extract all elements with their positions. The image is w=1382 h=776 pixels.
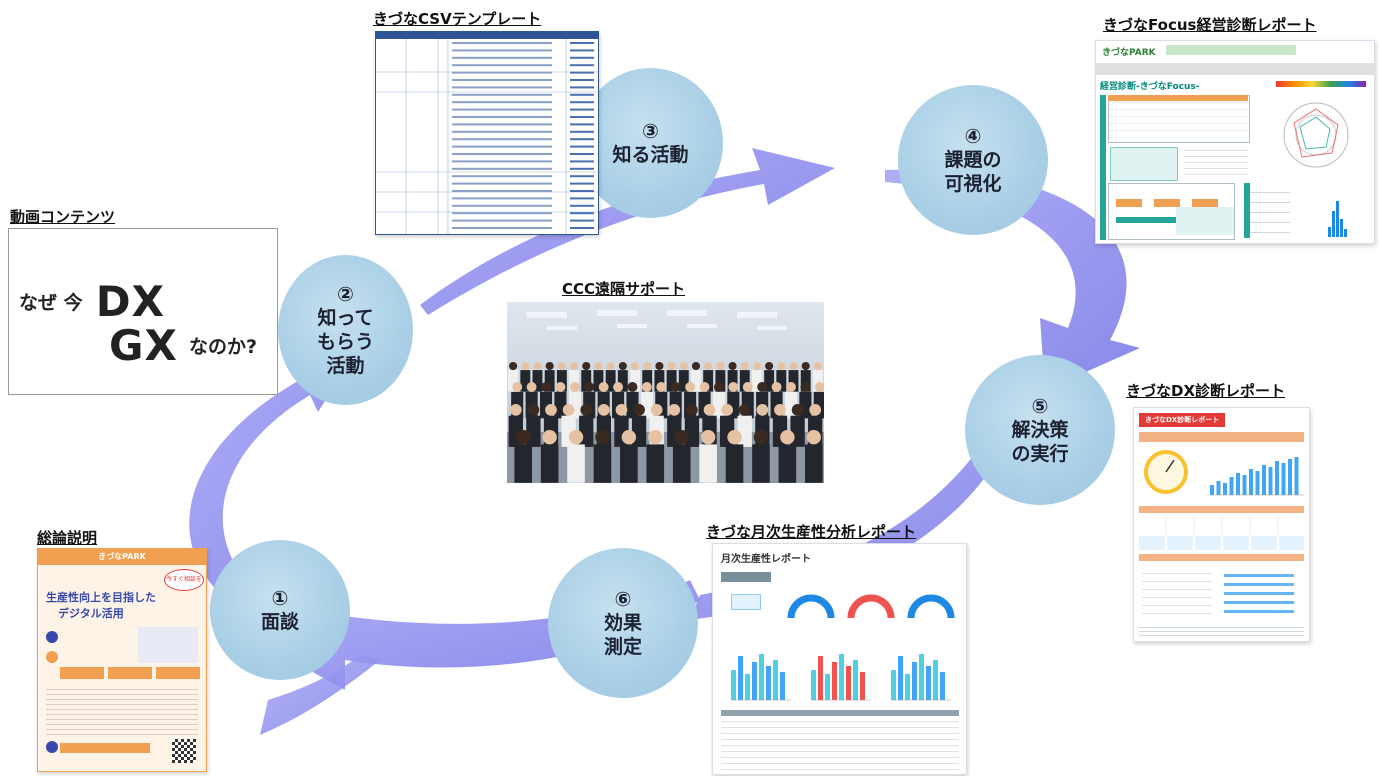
radar-chart-image xyxy=(1283,102,1349,168)
focus-left-strip xyxy=(1100,95,1106,240)
dx-report-header: きづなDX診断レポート xyxy=(1139,413,1226,427)
video-line2: GX なのか? xyxy=(109,321,257,370)
focus-table-header xyxy=(1108,95,1248,101)
dx-matrix xyxy=(1142,566,1212,618)
dx-kpi-row-2 xyxy=(1139,536,1304,550)
video-line1: なぜ 今 DX xyxy=(19,277,165,326)
focus-orange-1 xyxy=(1116,199,1142,207)
step-3-text: 知る活動 xyxy=(612,144,689,166)
flyer-step-1 xyxy=(46,631,58,643)
step-1-number: ① xyxy=(271,586,289,610)
dx-bars-image xyxy=(1209,457,1304,496)
flyer-step-3 xyxy=(46,741,58,753)
monthly-gauges-image xyxy=(787,594,955,619)
dx-gauge-image xyxy=(1144,450,1188,494)
video-line1-b: DX xyxy=(95,277,165,326)
monthly-table xyxy=(721,710,959,774)
step-2-text: 知って もらう 活動 xyxy=(316,307,374,377)
step-2-number: ② xyxy=(337,282,354,306)
dx-report-thumbnail: きづなDX診断レポート xyxy=(1133,407,1310,642)
focus-report-thumbnail: きづなPARK 経営診断-きづなFocus- xyxy=(1095,40,1375,244)
dx-side-bars xyxy=(1224,568,1294,616)
overview-label: 総論説明 xyxy=(37,529,98,547)
dx-report-label: きづなDX診断レポート xyxy=(1126,382,1286,400)
dx-footer-text xyxy=(1139,624,1304,636)
flyer-badge: 今すぐ相談を xyxy=(164,569,204,591)
step-4-number: ④ xyxy=(964,124,982,148)
focus-text-box xyxy=(1110,147,1178,181)
focus-color-legend xyxy=(1276,81,1366,87)
step-6-number: ⑥ xyxy=(614,587,632,611)
focus-bottom-panel xyxy=(1108,183,1235,240)
video-content-label: 動画コンテンツ xyxy=(10,208,116,226)
dx-section-band-1 xyxy=(1139,506,1304,513)
focus-histogram-image xyxy=(1328,201,1347,237)
focus-orange-3 xyxy=(1192,199,1218,207)
csv-template-thumbnail xyxy=(375,31,599,235)
focus-brand: きづなPARK xyxy=(1102,48,1156,58)
arrow-4-to-5 xyxy=(885,169,1140,390)
dx-section-band-2 xyxy=(1139,554,1304,561)
dx-kpi-row xyxy=(1139,516,1304,534)
step-5-number: ⑤ xyxy=(1031,394,1049,418)
flyer-title-2: デジタル活用 xyxy=(58,607,124,620)
focus-top-tabs xyxy=(1166,45,1296,55)
monthly-report-thumbnail: 月次生産性レポート xyxy=(712,543,967,775)
step-4-text: 課題の 可視化 xyxy=(944,149,1002,195)
flyer-illustration xyxy=(138,627,198,663)
focus-report-label: きづなFocus経営診断レポート xyxy=(1103,16,1317,34)
video-line2-b: なのか? xyxy=(188,336,257,358)
focus-teal-bar xyxy=(1116,217,1176,223)
focus-title: 経営診断-きづなFocus- xyxy=(1100,82,1200,92)
monthly-report-label: きづな月次生産性分析レポート xyxy=(706,523,917,541)
step-5-text: 解決策 の実行 xyxy=(1011,419,1069,465)
step-3-circle: ③ 知る活動 xyxy=(578,68,723,218)
overview-flyer: きづなPARK 今すぐ相談を 生産性向上を目指した デジタル活用 xyxy=(37,548,207,772)
focus-note-box xyxy=(1176,207,1234,235)
focus-mini-table xyxy=(1184,145,1248,179)
step-5-circle: ⑤ 解決策 の実行 xyxy=(965,355,1115,505)
dx-orange-band xyxy=(1139,432,1304,442)
focus-orange-2 xyxy=(1154,199,1180,207)
arrow-1-to-2 xyxy=(189,362,345,620)
flyer-qr-code xyxy=(172,739,196,763)
step-4-circle: ④ 課題の 可視化 xyxy=(898,85,1048,235)
arrow-6-to-1-tail xyxy=(260,655,380,735)
ccc-support-photo xyxy=(507,302,824,483)
arrow-2-to-3 xyxy=(420,148,835,315)
csv-table-image xyxy=(376,32,598,234)
monthly-bar-charts-image xyxy=(731,654,951,701)
step-6-circle: ⑥ 効果 測定 xyxy=(548,548,698,698)
ccc-support-label: CCC遠隔サポート xyxy=(562,280,686,298)
flyer-footer-band xyxy=(60,743,150,753)
video-line1-a: なぜ 今 xyxy=(19,292,83,314)
video-content-card: なぜ 今 DX GX なのか? xyxy=(8,228,278,395)
group-photo-image xyxy=(507,302,824,483)
monthly-badge xyxy=(731,594,761,610)
csv-template-label: きづなCSVテンプレート xyxy=(373,10,542,28)
flyer-step-2 xyxy=(46,651,58,663)
monthly-report-title: 月次生産性レポート xyxy=(721,554,811,565)
flyer-orange-row xyxy=(60,667,200,679)
focus-right-list xyxy=(1244,183,1290,238)
focus-toolbar xyxy=(1096,63,1374,75)
flyer-title-1: 生産性向上を目指した xyxy=(46,591,156,604)
flyer-body-text xyxy=(46,685,198,735)
step-6-text: 効果 測定 xyxy=(603,612,642,658)
step-1-text: 面談 xyxy=(260,611,299,633)
step-2-circle: ② 知って もらう 活動 xyxy=(278,255,413,405)
step-1-circle: ① 面談 xyxy=(210,540,350,680)
step-3-number: ③ xyxy=(642,119,659,143)
flyer-brand: きづなPARK xyxy=(38,549,206,565)
focus-table xyxy=(1108,95,1250,143)
video-line2-a: GX xyxy=(109,321,178,370)
monthly-tab xyxy=(721,572,771,582)
